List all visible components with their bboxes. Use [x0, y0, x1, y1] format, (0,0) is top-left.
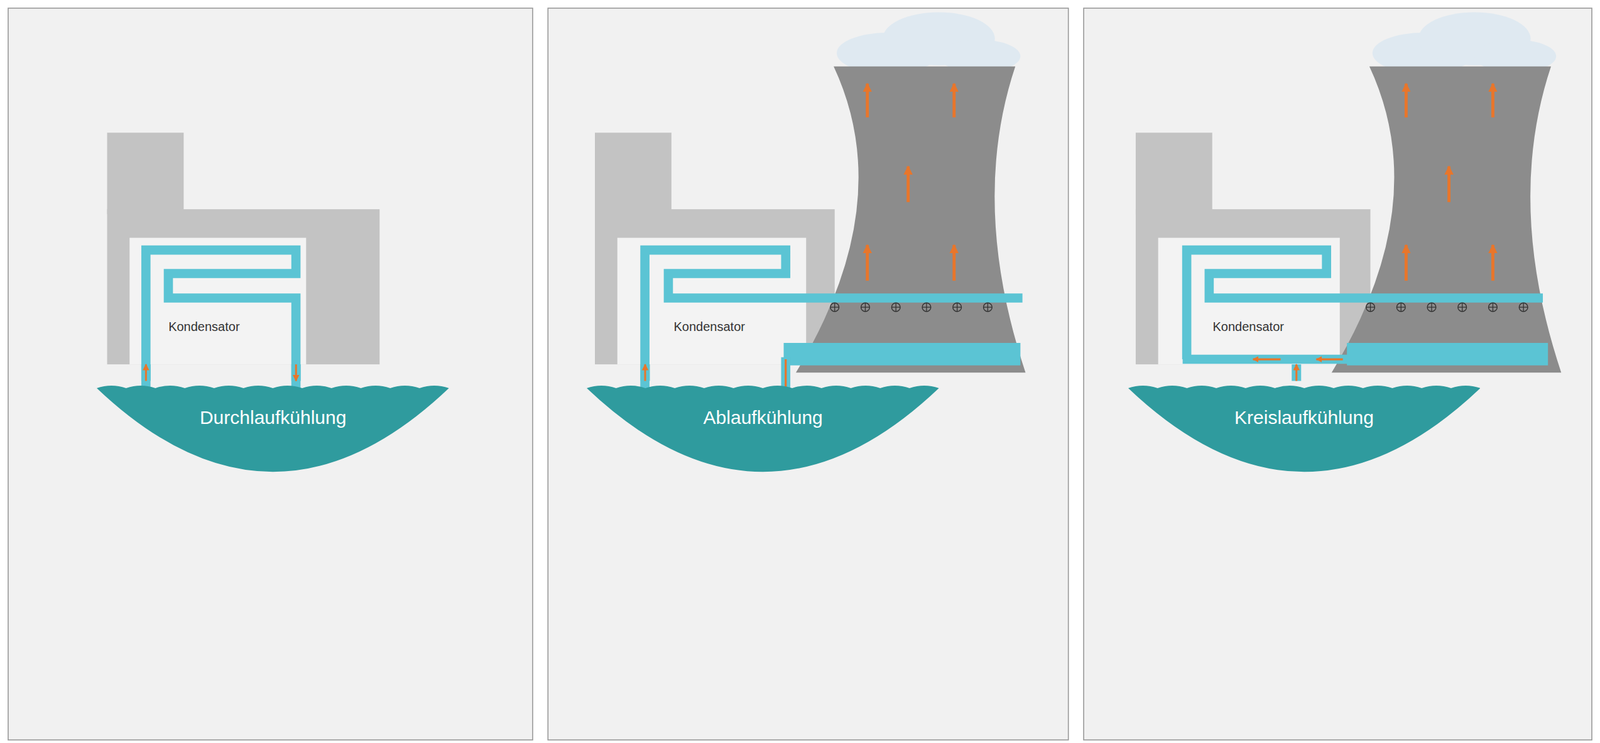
condenser-label: Kondensator — [1213, 319, 1285, 335]
water-body: Kreislaufkühlung — [1128, 380, 1481, 475]
fan-row — [1366, 302, 1528, 312]
cooling-pipe — [1186, 250, 1543, 360]
air-flow-arrows — [867, 83, 955, 281]
water-body: Durchlaufkühlung — [96, 380, 450, 475]
air-flow-arrows — [1405, 83, 1493, 281]
steam-cloud — [1372, 12, 1557, 75]
water-outline — [586, 385, 940, 472]
water-body: Ablaufkühlung — [586, 380, 940, 475]
cooling-pipe — [145, 250, 296, 409]
condenser-box: Kondensator — [617, 238, 807, 365]
water-outline — [96, 385, 450, 472]
steam-cloud — [836, 12, 1021, 75]
pipe-segment — [1291, 364, 1301, 381]
cooling-tower — [1331, 66, 1562, 374]
fan-row — [830, 302, 992, 312]
flow-arrow — [644, 364, 647, 381]
cooling-type-label: Kreislaufkühlung — [1128, 407, 1481, 429]
cooling-water-pipe — [295, 364, 297, 381]
cooling-water-pipe — [1295, 364, 1297, 381]
cooling-type-label: Durchlaufkühlung — [96, 407, 450, 429]
flow-arrows — [1253, 358, 1344, 360]
flow-arrow — [145, 364, 147, 381]
tower-basin — [1346, 342, 1548, 366]
cooling-water-pipe — [645, 364, 646, 381]
cooling-water-pipe — [145, 364, 147, 381]
cooling-tower — [795, 66, 1026, 374]
tower-basin — [783, 342, 1021, 366]
condenser-box: Kondensator — [129, 238, 306, 365]
condenser-label: Kondensator — [168, 319, 240, 335]
pipe-segment — [640, 364, 651, 381]
panel — [8, 8, 533, 741]
condenser-label: Kondensator — [674, 319, 746, 335]
pipe-segment — [291, 364, 301, 381]
return-pipe — [1182, 354, 1350, 365]
water-outline — [1128, 385, 1481, 472]
flow-arrow — [1295, 364, 1298, 381]
cooling-type-label: Ablaufkühlung — [586, 407, 940, 429]
panel — [1083, 8, 1592, 741]
panel — [547, 8, 1068, 741]
flow-arrow — [295, 364, 298, 381]
condenser-box: Kondensator — [1158, 238, 1340, 365]
cooling-pipe — [645, 250, 1023, 409]
pipe-segment — [141, 364, 151, 381]
